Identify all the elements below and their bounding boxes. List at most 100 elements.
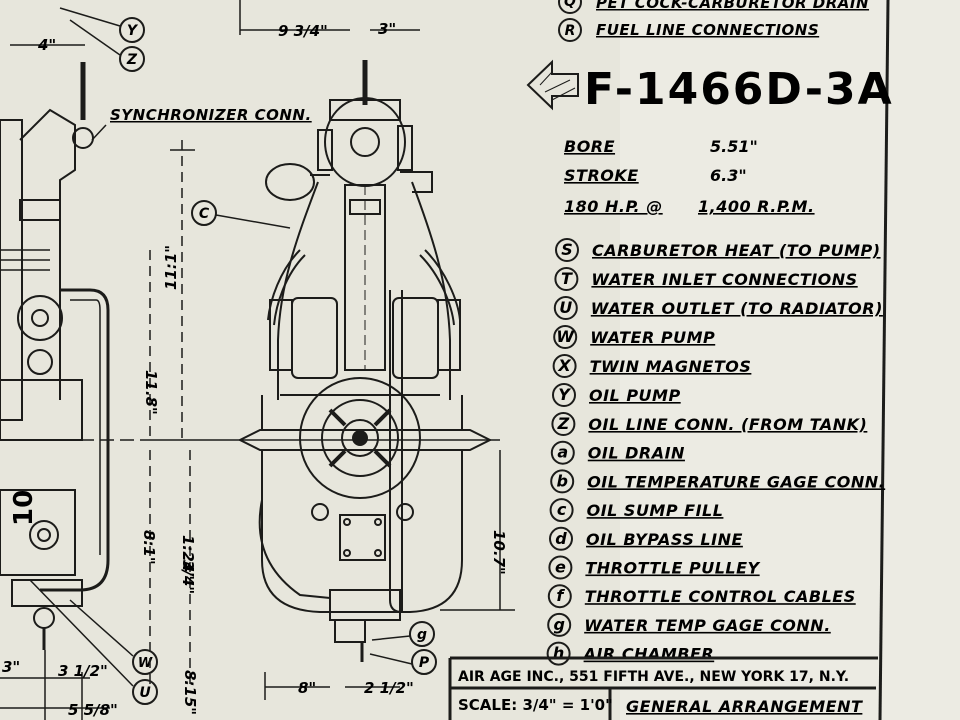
right-border-line <box>878 0 890 720</box>
legend-callout-letter: d <box>555 529 567 548</box>
dim-3-1-2: 3 1/2" <box>58 662 108 680</box>
callout-circle-w <box>132 649 158 675</box>
prop-hub-spokes <box>328 408 392 468</box>
leader-line <box>69 599 134 657</box>
side-pump <box>27 349 53 375</box>
legend-row-g: g WATER TEMP GAGE CONN. <box>547 612 831 637</box>
callout-letter-q: Q <box>564 0 576 10</box>
title-block: AIR AGE INC., 551 FIFTH AVE., NEW YORK 1… <box>448 656 878 720</box>
top-label-q-text: PET COCK-CARBURETOR DRAIN <box>596 0 869 12</box>
scale-label: SCALE: 3/4" = 1'0" <box>458 696 613 714</box>
legend-callout-letter: Y <box>558 385 571 404</box>
legend-item-text: WATER TEMP GAGE CONN. <box>584 616 831 635</box>
side-magneto-hub <box>31 309 49 327</box>
dim-8-1: 8:1" <box>140 530 158 565</box>
engine-specs: BORE 5.51" STROKE 6.3" 180 H.P. @ 1,400 … <box>564 137 814 216</box>
dimension-lines <box>0 0 515 720</box>
leader-line <box>215 214 291 229</box>
legend-callout-letter: b <box>556 471 567 490</box>
leader-line <box>371 635 411 641</box>
spec-bore-value: 5.51" <box>710 137 758 156</box>
pump-plate <box>339 514 386 561</box>
spec-hp-label: 180 H.P. @ <box>564 197 663 216</box>
plate-bolt <box>374 518 382 526</box>
legend-callout-circle <box>548 555 573 580</box>
dim-5-5-8: 5 5/8" <box>68 701 118 719</box>
callout-circle-q <box>558 0 582 14</box>
legend-callout-letter: U <box>559 298 572 317</box>
left-harness-2 <box>273 254 306 326</box>
callout-letter-r: R <box>565 23 576 39</box>
oil-sump <box>261 450 463 613</box>
left-fitting <box>317 129 333 171</box>
legend-item-text: OIL PUMP <box>589 386 681 405</box>
side-bottom-pump <box>11 579 83 607</box>
dim-8-15: 8:15" <box>181 670 199 715</box>
prop-hub-outer <box>299 377 421 499</box>
spec-stroke-value: 6.3" <box>710 166 747 185</box>
legend-callout-circle <box>547 584 572 609</box>
leader-line <box>369 653 413 665</box>
legend-callout-circle <box>547 612 572 637</box>
callout-y: Y <box>59 7 145 43</box>
callout-circle-r <box>558 18 582 42</box>
callout-c: C <box>191 200 291 229</box>
dim-2-1-2: 2 1/2" <box>364 679 414 697</box>
side-sump-plug <box>29 520 59 550</box>
right-magneto-cap <box>437 299 461 371</box>
legend-callout-circle <box>549 498 574 523</box>
callout-circle-c <box>191 200 217 226</box>
side-oil-line <box>40 288 110 592</box>
dim-4: 4" <box>37 36 56 54</box>
legend-callout-letter: g <box>553 615 564 634</box>
dim-10-7: 10.7" <box>490 530 508 575</box>
spec-bore-label: BORE <box>564 137 615 156</box>
legend-callout-circle <box>550 440 575 465</box>
legend-item-text: AIR CHAMBER <box>582 645 715 664</box>
arrow-hatch <box>539 71 576 101</box>
legend-item-text: WATER OUTLET (TO RADIATOR) <box>591 299 883 318</box>
legend-callout-letter: Z <box>557 414 570 433</box>
top-label-r: R FUEL LINE CONNECTIONS <box>558 18 819 42</box>
callout-letter-z: Z <box>126 52 138 68</box>
legend-callout-letter: S <box>561 240 573 259</box>
right-fitting <box>397 125 413 171</box>
leader-line <box>59 7 121 27</box>
legend-row-U: U WATER OUTLET (TO RADIATOR) <box>553 296 883 320</box>
side-sump-plug-center <box>37 528 51 542</box>
dim-3-left: 3" <box>2 658 20 676</box>
legend-callout-circle <box>552 354 577 378</box>
left-harness <box>267 249 301 321</box>
callout-circle-g <box>409 621 435 647</box>
spec-stroke-label: STROKE <box>564 166 639 185</box>
legend-callout-letter: W <box>556 327 575 346</box>
legend-item-text: OIL DRAIN <box>588 444 685 463</box>
legend-callout-letter: h <box>553 644 564 663</box>
callout-w: W <box>69 599 158 675</box>
legend-callout-letter: X <box>557 356 571 375</box>
leader-line <box>29 579 134 687</box>
dim-9-3-4: 9 3/4" <box>278 22 328 40</box>
callout-circle-u <box>132 679 158 705</box>
callout-g: g <box>371 621 435 647</box>
case-sides <box>261 395 463 430</box>
dim-8: 8" <box>298 679 316 697</box>
legend-callout-circle <box>551 412 576 436</box>
legend-callout-circle <box>554 267 579 291</box>
air-chamber <box>334 619 366 643</box>
legend-callout-circle <box>550 469 575 494</box>
prop-hub-center <box>341 419 379 457</box>
column-band <box>349 199 381 215</box>
legend-row-Y: Y OIL PUMP <box>552 383 681 407</box>
side-number-10: 10 <box>9 490 39 526</box>
legend-item-text: WATER INLET CONNECTIONS <box>591 270 857 289</box>
